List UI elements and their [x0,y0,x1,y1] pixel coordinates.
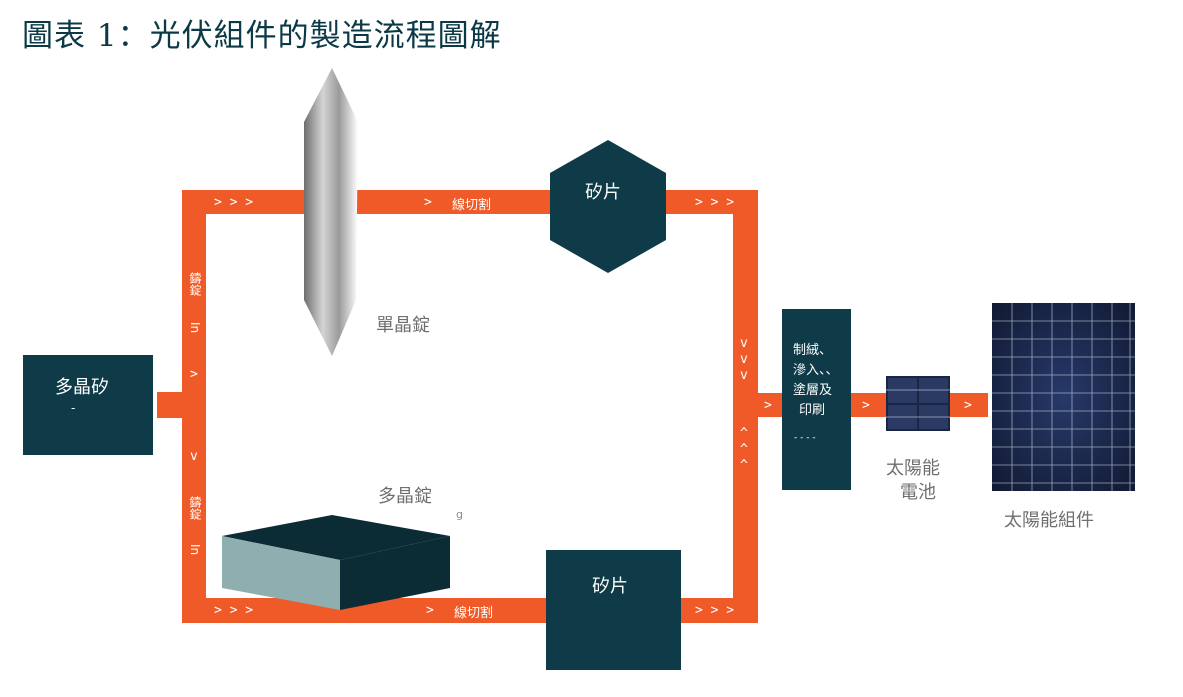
process-box: 制絨、 滲入、、 塗層及 印刷 - - - - [782,309,851,490]
multi-ingot-side [340,536,450,610]
multi-ingot-top [222,515,450,560]
arrow-top-right: > > > [695,195,735,210]
band-to-process [755,393,785,417]
arrow-right-down: v v v [740,336,748,383]
process-line4: 印刷 [799,403,826,418]
arrow-left-up: > [190,367,198,382]
figure-title: 圖表 1：光伏組件的製造流程圖解 [22,18,502,54]
label-bottom-wire-cut: 線切割 [454,606,494,621]
band-poly-connector [157,392,187,418]
polysilicon-label: 多晶矽 [55,377,109,398]
mono-ingot-label: 單晶錠 [376,315,430,336]
mono-ingot-shape [304,68,358,356]
band-cell-to-module [950,393,988,417]
wafer-bottom-label: 矽片 [592,576,628,597]
multi-ingot-fragment: g [456,508,463,521]
mark-cast-upper: In [188,322,202,334]
multi-ingot-front [222,536,340,610]
band-right-vertical [733,190,758,623]
polysilicon-sub: - [71,401,76,415]
module-label: 太陽能組件 [1004,510,1094,531]
polysilicon-box: 多晶矽 - [23,355,153,455]
arrow-bottom-mid: > [426,603,434,618]
arrow-bottom-left: > > > [214,603,254,618]
label-top-wire-cut: 線切割 [452,198,492,213]
band-process-to-cell [850,393,886,417]
process-line3: 塗層及 [793,383,833,398]
process-line1: 制絨、 [793,343,833,358]
process-dashes: - - - - [794,433,816,443]
wafer-top-label: 矽片 [585,182,621,203]
arrow-top-mid: > [424,195,432,210]
arrow-into-process: > [764,398,772,413]
arrow-into-module: > [964,398,972,413]
arrow-right-up: ^ ^ ^ [740,426,748,473]
solar-cell-icon [886,376,950,431]
cell-label-line2: 電池 [900,482,936,503]
label-cast-upper: 鑄錠 [188,272,202,296]
arrow-bottom-right: > > > [695,603,735,618]
mark-cast-lower: In [188,544,202,556]
arrow-top-left: > > > [214,195,254,210]
process-line2: 滲入、、 [793,363,839,378]
arrow-left-down: v [190,449,198,464]
wafer-bottom-box: 矽片 [546,550,681,670]
arrow-into-cell: > [862,398,870,413]
solar-module-icon [992,303,1135,491]
multi-ingot-label: 多晶錠 [378,486,432,507]
cell-label-line1: 太陽能 [886,458,940,479]
label-cast-lower: 鑄錠 [188,496,202,520]
wafer-hexagon [550,140,666,273]
